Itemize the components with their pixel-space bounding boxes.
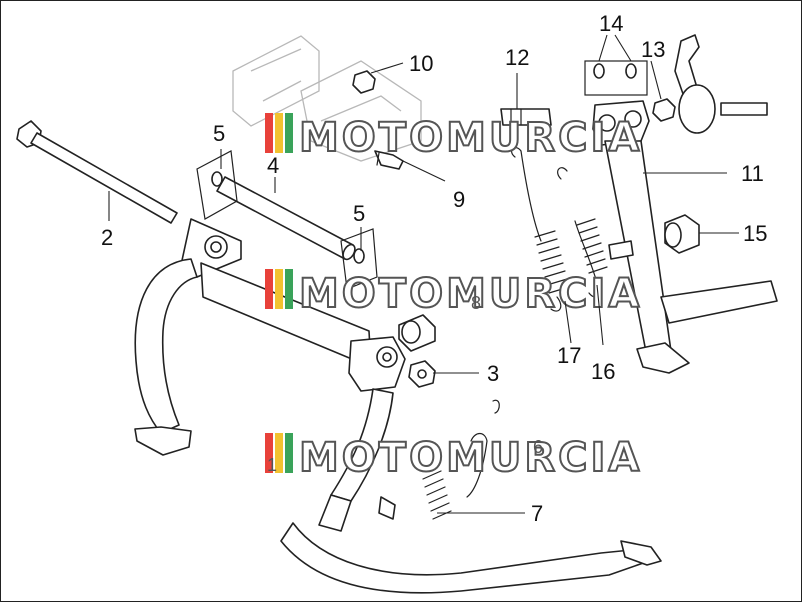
callout-15: 15 [743,221,767,246]
watermark-row-3: MOTOMURCIA [265,433,642,482]
callout-1: 1 [267,455,277,475]
pin [500,108,552,126]
spacer-tube [216,176,356,261]
watermark-text-1: MOTOMURCIA [299,115,642,161]
callout-10: 10 [409,51,433,76]
watermark-row-1: MOTOMURCIA [265,113,642,162]
watermark-flag-1 [265,113,273,153]
side-stand-switch [674,34,768,134]
long-bolt [16,120,178,224]
nut [408,360,436,388]
watermark-flag-2 [265,269,273,309]
callout-7: 7 [531,501,543,526]
spring-long [511,147,570,312]
callout-4: 4 [267,153,279,178]
callout-16: 16 [591,359,615,384]
callout-5a: 5 [213,121,225,146]
watermark-flag-3 [265,433,273,473]
stand-spring [420,399,500,520]
spring-short [557,167,608,298]
callout-6: 6 [533,437,543,457]
callout-2: 2 [101,225,113,250]
screw [374,150,404,170]
bushing [398,314,436,352]
watermark-text-3: MOTOMURCIA [299,435,642,481]
small-nut [352,70,376,94]
watermark-text-2: MOTOMURCIA [299,271,642,317]
callout-9: 9 [453,187,465,212]
washer-pair [584,60,648,96]
callout-14: 14 [599,11,623,36]
callout-5b: 5 [353,201,365,226]
callout-3: 3 [487,361,499,386]
callout-8: 8 [471,293,481,313]
pivot-nut [652,98,676,122]
callout-11: 11 [741,161,764,186]
callout-13: 13 [641,37,665,62]
side-stand [592,100,778,374]
callout-12: 12 [505,45,529,70]
callout-17: 17 [557,343,581,368]
washer-left [196,150,238,220]
washer-right [340,228,378,290]
rubber-bushing [608,214,700,260]
leader-lines [108,34,739,514]
frame-bracket-ghost [232,35,422,162]
watermark-row-2: MOTOMURCIA [265,269,642,318]
center-stand [134,218,662,594]
